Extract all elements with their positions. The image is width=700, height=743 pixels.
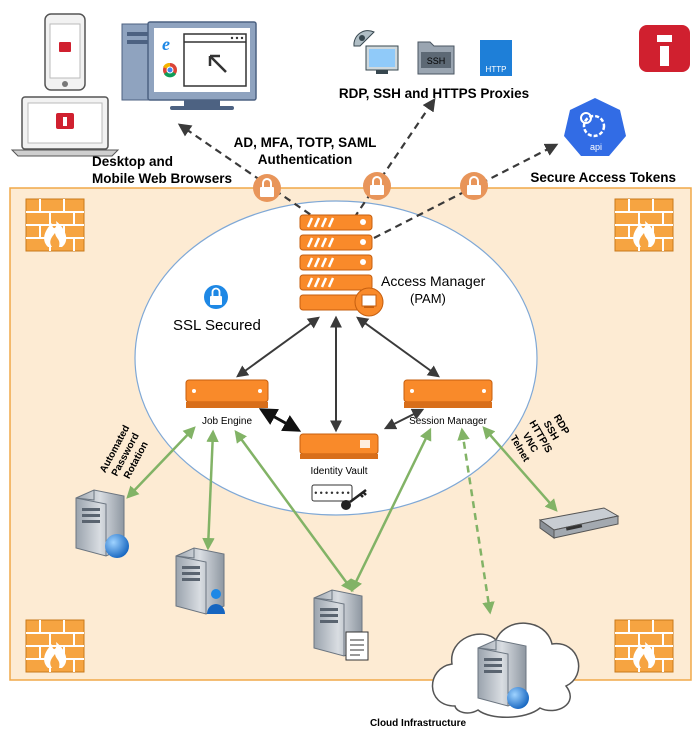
cloud-label: Cloud Infrastructure [370,718,467,729]
access-manager-server [299,214,384,317]
job-engine-label: Job Engine [202,416,252,427]
managed-endpoint-links [126,426,558,615]
identity-vault-server [299,433,379,459]
ssl-label: SSL Secured [173,317,261,334]
brand-logo [639,25,690,72]
pam-label: (PAM) [410,291,446,306]
proxies-label: RDP, SSH and HTTPS Proxies [339,86,529,101]
laptop-icon [10,96,120,157]
remote-desktop-icon [353,30,399,74]
firewall-icon [614,198,674,252]
desktop-computer-icon: e [121,21,257,110]
ssl-lock-icon [204,285,228,309]
server-user-icon [175,547,225,615]
server-globe-icon [75,489,129,558]
auth-label-line1: AD, MFA, TOTP, SAML [234,135,377,150]
job-engine-server [185,379,269,408]
identity-vault-label: Identity Vault [310,466,367,477]
ssh-icon-text: SSH [427,56,446,66]
ssh-terminal-icon: SSH [417,41,455,75]
http-icon: HTTP [480,40,512,76]
lock-icon [363,172,391,200]
svg-text:•••••••: ••••••• [313,489,351,499]
browsers-label-line1: Desktop and [92,154,173,169]
svg-text:HTTP: HTTP [486,65,507,74]
server-document-icon [313,589,369,661]
session-manager-label: Session Manager [409,416,487,427]
job-engine-vault-link [258,408,302,432]
lock-icon [253,174,281,202]
lock-icon [460,172,488,200]
svg-text:e: e [162,34,170,54]
network-appliance-icon [538,507,620,539]
session-manager-server [403,379,493,408]
browsers-label-line2: Mobile Web Browsers [92,171,232,186]
internal-connections [236,315,440,433]
svg-text:api: api [590,142,602,152]
api-icon: api [564,98,626,156]
access-manager-label: Access Manager [381,273,486,289]
auth-label-line2: Authentication [258,152,353,167]
mobile-phone-icon [44,13,86,91]
cloud-icon [431,622,580,718]
firewall-icon [25,198,85,252]
firewall-icon [25,619,85,673]
firewall-icon [614,619,674,673]
tokens-label: Secure Access Tokens [530,170,676,185]
